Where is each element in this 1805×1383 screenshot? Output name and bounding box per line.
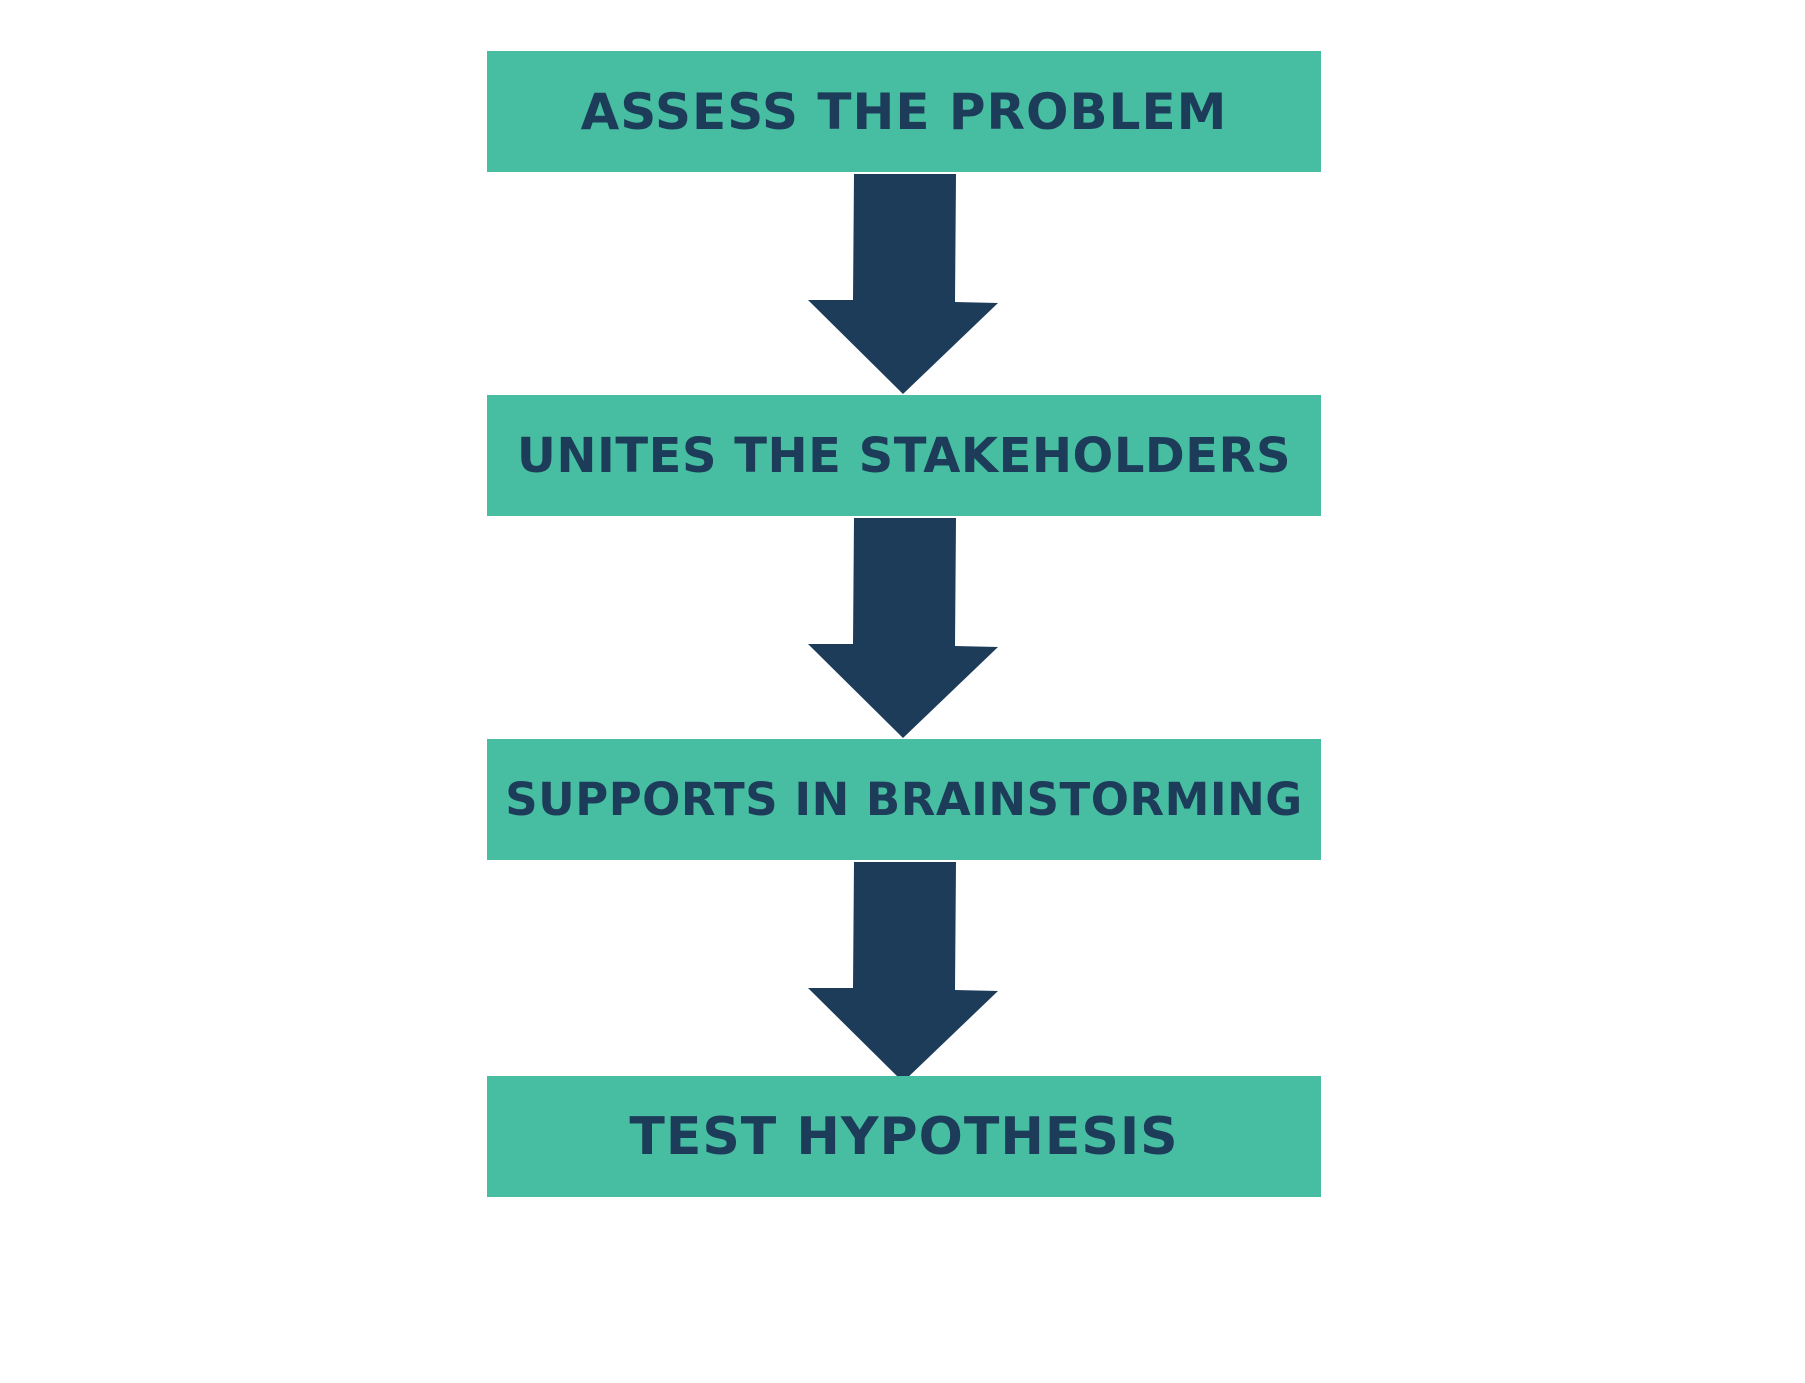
step-test-hypothesis: TEST HYPOTHESIS [487, 1076, 1321, 1197]
step-label: TEST HYPOTHESIS [629, 1106, 1179, 1167]
step-label: SUPPORTS IN BRAINSTORMING [505, 773, 1303, 826]
step-unites-the-stakeholders: UNITES THE STAKEHOLDERS [487, 395, 1321, 516]
arrow-down-icon [808, 862, 998, 1082]
arrow-down-icon [808, 518, 998, 738]
step-label: ASSESS THE PROBLEM [580, 82, 1228, 141]
step-label: UNITES THE STAKEHOLDERS [516, 427, 1292, 484]
step-assess-the-problem: ASSESS THE PROBLEM [487, 51, 1321, 172]
step-supports-in-brainstorming: SUPPORTS IN BRAINSTORMING [487, 739, 1321, 860]
arrow-down-icon [808, 174, 998, 394]
